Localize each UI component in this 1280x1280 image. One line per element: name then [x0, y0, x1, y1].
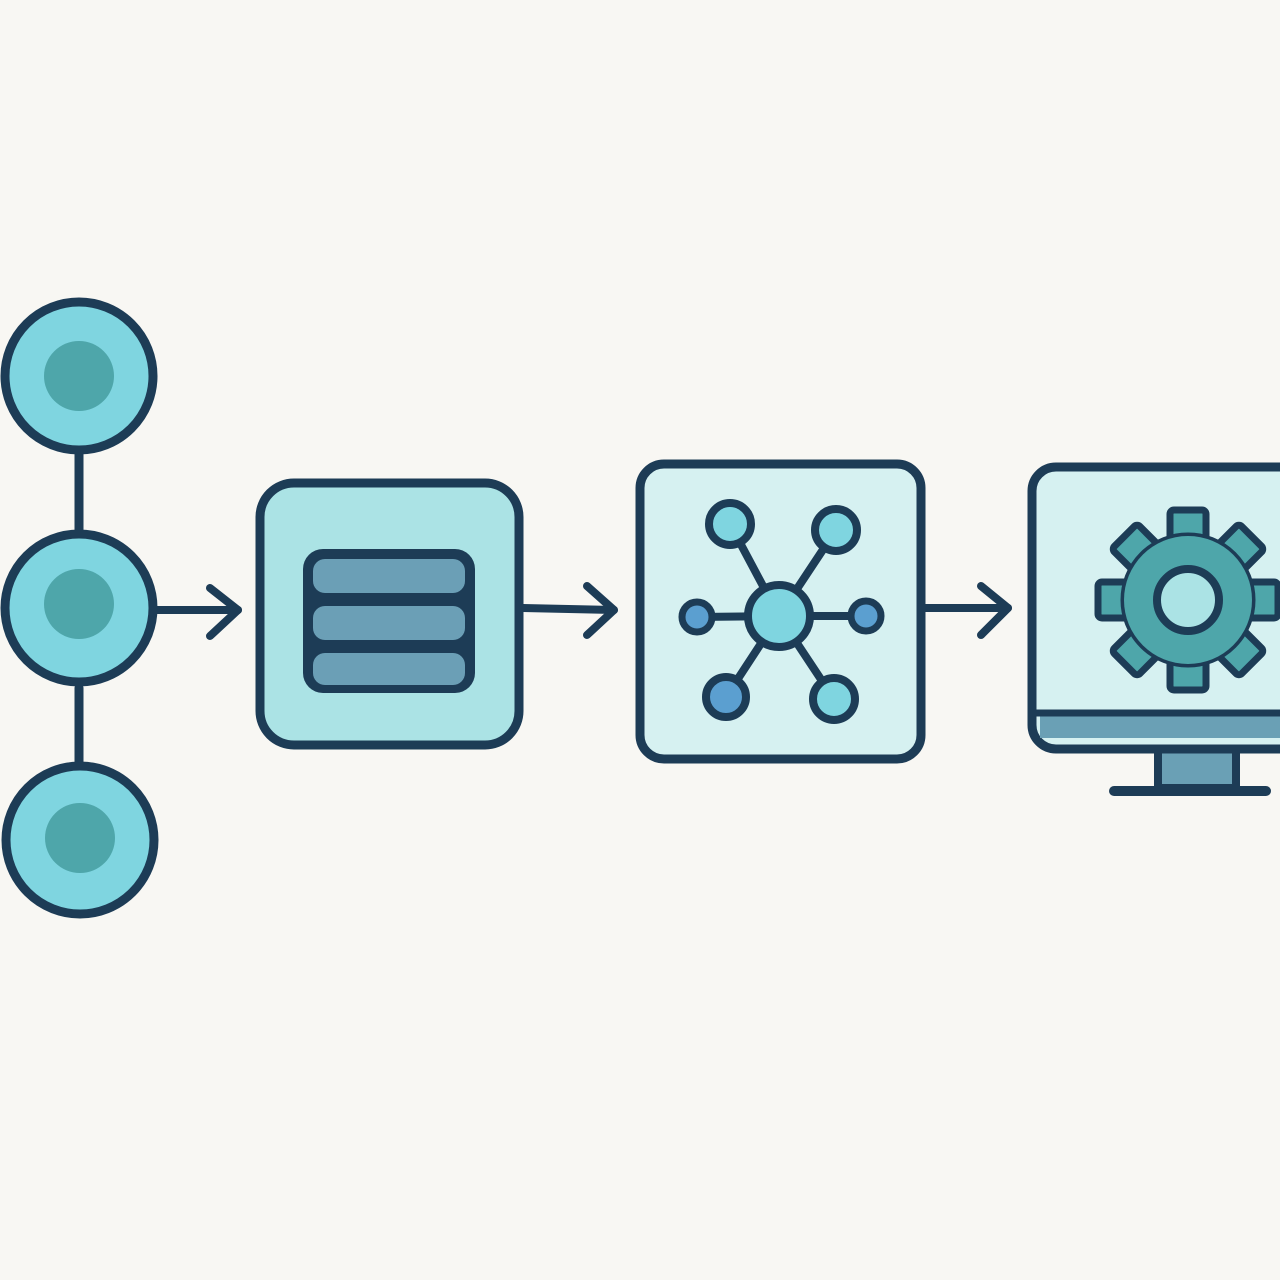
- network-node-left: [678, 598, 716, 636]
- arrow-icon-3: [921, 582, 1012, 639]
- network-node-lower-right: [809, 674, 859, 724]
- arrow-icon-1: [151, 584, 242, 640]
- stack-bar-middle: [313, 606, 465, 640]
- database-stack-icon: [255, 478, 524, 750]
- network-hub-center: [744, 581, 814, 651]
- source-node-bottom: [1, 761, 159, 919]
- gear-icon: [1094, 506, 1280, 694]
- stack-bar-top: [313, 559, 465, 593]
- node-chain-icon: [0, 297, 159, 919]
- monitor-stand-neck: [1154, 744, 1240, 792]
- network-node-upper-right: [811, 505, 861, 555]
- arrow-icon-2: [519, 582, 618, 639]
- source-node-top: [0, 297, 158, 455]
- gear-hub: [1153, 565, 1223, 635]
- network-node-right: [847, 597, 885, 635]
- monitor-chin: [1040, 716, 1280, 738]
- monitor-gear-icon: [1027, 462, 1280, 796]
- network-node-upper-left: [705, 499, 755, 549]
- stack-bar-bottom: [313, 653, 465, 685]
- network-node-lower-left: [702, 673, 750, 721]
- source-node-middle: [0, 529, 158, 687]
- network-hub-icon: [635, 459, 926, 764]
